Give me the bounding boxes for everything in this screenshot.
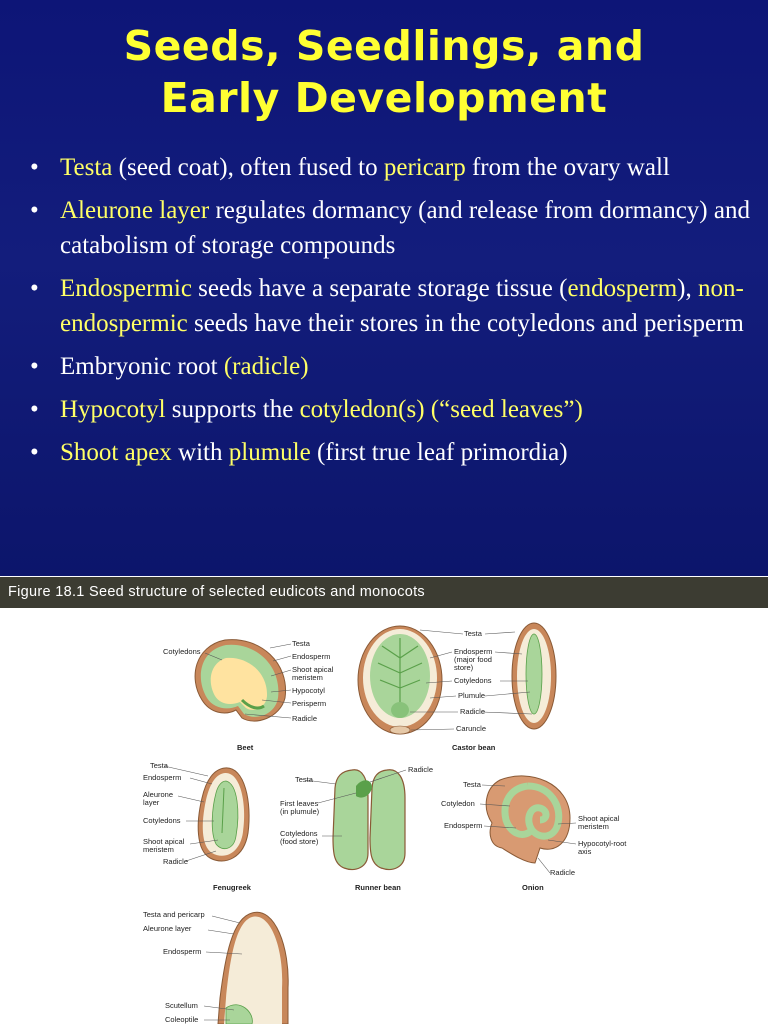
bullet-item: • Shoot apex with plumule (first true lea… [30, 435, 750, 470]
fenugreek-seed: Testa Endosperm Aleurone layer Cotyledon… [143, 761, 252, 892]
beet-label-hypocotyl: Hypocotyl [292, 686, 325, 695]
castor-label-cotyledons: Cotyledons [454, 676, 492, 685]
title-line-1: Seeds, Seedlings, and [123, 22, 645, 70]
castor-bean-name: Castor bean [452, 743, 496, 752]
monocot-label-testa-pericarp: Testa and pericarp [143, 910, 205, 919]
castor-label-endosperm: Endosperm [454, 647, 492, 656]
slide: Seeds, Seedlings, and Early Development … [0, 0, 768, 576]
monocot-seed: Testa and pericarp Aleurone layer Endosp… [143, 910, 289, 1024]
onion-label-cotyledon: Cotyledon [441, 799, 475, 808]
onion-label-radicle: Radicle [550, 868, 575, 877]
beet-label-cotyledons: Cotyledons [163, 647, 201, 656]
castor-label-plumule: Plumule [458, 691, 485, 700]
bullet-item: • Hypocotyl supports the cotyledon(s) (“s… [30, 392, 750, 427]
beet-seed: Cotyledons Testa Endosperm Shoot apical … [163, 639, 334, 752]
bullet-list: • Testa (seed coat), often fused to peric… [30, 150, 750, 478]
runner-bean-seed: Testa First leaves (in plumule) Cotyledo… [280, 765, 433, 892]
highlighted-term: pericarp [383, 154, 466, 181]
highlighted-term: Hypocotyl [60, 396, 166, 423]
fenugreek-label-testa: Testa [150, 761, 169, 770]
fenugreek-label-endosperm: Endosperm [143, 773, 181, 782]
monocot-label-aleurone: Aleurone layer [143, 924, 192, 933]
castor-label-caruncle: Caruncle [456, 724, 486, 733]
fenugreek-name: Fenugreek [213, 883, 252, 892]
slide-title: Seeds, Seedlings, and Early Development [0, 20, 768, 124]
title-line-2: Early Development [160, 74, 608, 122]
bullet-text: seeds have their stores in the cotyledon… [187, 310, 744, 337]
bullet-text: supports the [165, 396, 300, 423]
bullet-text: (first true leaf primordia) [310, 439, 568, 466]
bullet-dot: • [30, 275, 39, 302]
bullet-item: • Aleurone layer regulates dormancy (and … [30, 193, 750, 263]
highlighted-term: Endospermic [60, 275, 192, 302]
castor-label-testa: Testa [464, 629, 483, 638]
bullet-text: regulates dormancy (and release from dor… [60, 197, 750, 259]
seed-diagram: Cotyledons Testa Endosperm Shoot apical … [143, 622, 627, 1024]
castor-label-radicle: Radicle [460, 707, 485, 716]
runner-label-first-leaves: First leaves [280, 799, 319, 808]
onion-label-hypocotyl-root: Hypocotyl-root [578, 839, 627, 848]
bullet-dot: • [30, 353, 39, 380]
monocot-label-endosperm: Endosperm [163, 947, 201, 956]
runner-label-radicle: Radicle [408, 765, 433, 774]
runner-label-testa: Testa [295, 775, 314, 784]
beet-label-radicle: Radicle [292, 714, 317, 723]
beet-label-shoot-apical: Shoot apical [292, 665, 334, 674]
bullet-item: • Embryonic root (radicle) [30, 349, 750, 384]
bullet-dot: • [30, 154, 39, 181]
fenugreek-label-meristem: meristem [143, 845, 174, 854]
onion-label-meristem: meristem [578, 822, 609, 831]
fenugreek-label-layer: layer [143, 798, 160, 807]
beet-name: Beet [237, 743, 254, 752]
beet-label-perisperm: Perisperm [292, 699, 326, 708]
fenugreek-label-cotyledons: Cotyledons [143, 816, 181, 825]
seed-structure-figure: Cotyledons Testa Endosperm Shoot apical … [130, 618, 640, 1024]
fenugreek-label-shoot-apical: Shoot apical [143, 837, 185, 846]
highlighted-term: cotyledon(s) (“seed leaves”) [299, 396, 583, 423]
fenugreek-label-radicle: Radicle [163, 857, 188, 866]
bullet-text: (seed coat), often fused to [112, 154, 384, 181]
highlighted-term: endosperm [567, 275, 678, 302]
bullet-text: seeds have a separate storage tissue ( [191, 275, 568, 302]
highlighted-term: plumule [228, 439, 311, 466]
bullet-dot: • [30, 197, 39, 224]
runner-label-food-store: (food store) [280, 837, 319, 846]
onion-label-axis: axis [578, 847, 592, 856]
onion-label-testa: Testa [463, 780, 482, 789]
highlighted-term: Aleurone layer [60, 197, 210, 224]
monocot-label-coleoptile: Coleoptile [165, 1015, 198, 1024]
onion-seed: Testa Cotyledon Endosperm Shoot apical m… [441, 775, 627, 892]
bullet-item: • Testa (seed coat), often fused to peric… [30, 150, 750, 185]
figure-caption: Figure 18.1 Seed structure of selected e… [0, 577, 768, 608]
onion-name: Onion [522, 883, 544, 892]
highlighted-term: non-endospermic [60, 275, 744, 337]
runner-bean-name: Runner bean [355, 883, 401, 892]
bullet-item: • Endospermic seeds have a separate stora… [30, 271, 750, 341]
beet-label-testa: Testa [292, 639, 311, 648]
bullet-text: from the ovary wall [465, 154, 670, 181]
beet-label-meristem: meristem [292, 673, 323, 682]
castor-label-major-food: (major food [454, 655, 492, 664]
bullet-dot: • [30, 439, 39, 466]
runner-label-cotyledons: Cotyledons [280, 829, 318, 838]
runner-label-in-plumule: (in plumule) [280, 807, 320, 816]
highlighted-term: (radicle) [223, 353, 309, 380]
highlighted-term: Testa [60, 154, 113, 181]
bullet-dot: • [30, 396, 39, 423]
monocot-label-scutellum: Scutellum [165, 1001, 198, 1010]
onion-label-endosperm: Endosperm [444, 821, 482, 830]
fenugreek-label-aleurone: Aleurone [143, 790, 173, 799]
highlighted-term: Shoot apex [60, 439, 172, 466]
castor-bean-seed: Testa Endosperm (major food store) Cotyl… [357, 622, 557, 752]
beet-label-endosperm: Endosperm [292, 652, 330, 661]
bullet-text: with [171, 439, 229, 466]
castor-label-store: store) [454, 663, 474, 672]
bullet-text: ), [677, 275, 698, 302]
onion-label-shoot-apical: Shoot apical [578, 814, 620, 823]
bullet-text: Embryonic root [60, 353, 224, 380]
